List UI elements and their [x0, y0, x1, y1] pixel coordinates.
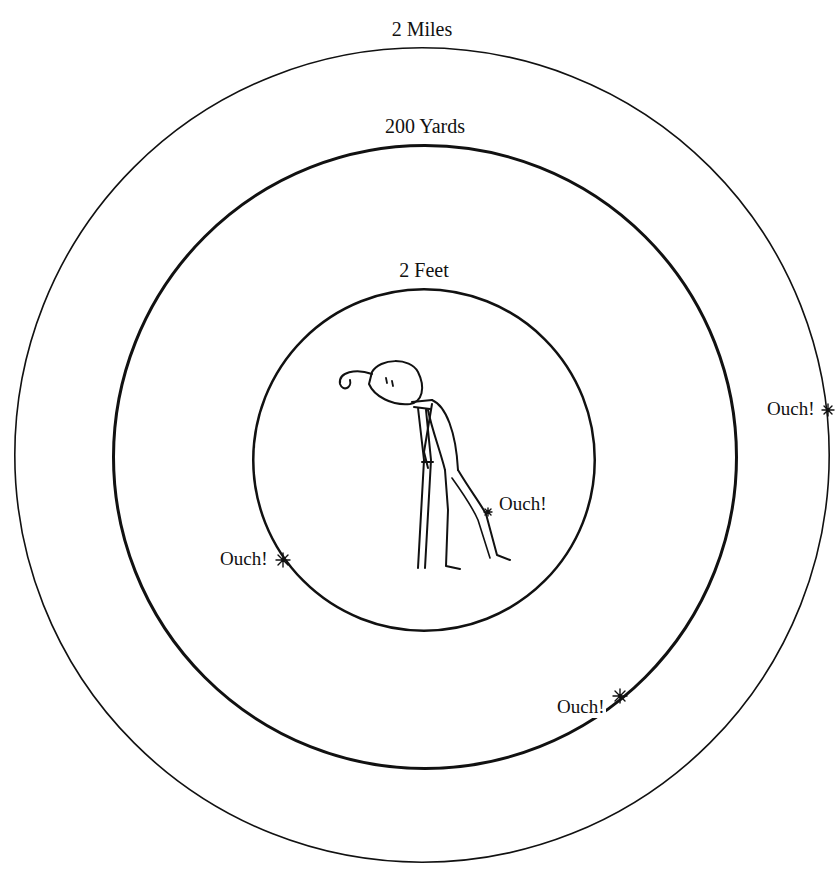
stick-figure [340, 361, 510, 569]
distance-label: 2 Feet [252, 259, 596, 282]
figure-leg [452, 478, 490, 558]
figure-eyes [386, 378, 393, 386]
circle-outline [112, 144, 738, 770]
range-ring [15, 48, 829, 862]
range-ring [253, 289, 595, 631]
pain-marks [276, 404, 834, 703]
figure-head [369, 361, 422, 404]
figure-back [432, 400, 458, 470]
range-circle: 200 Yards2 Feet [112, 144, 738, 770]
circle-outline [14, 47, 830, 863]
pain-label: Ouch! [555, 697, 606, 718]
circle-outline [252, 288, 596, 632]
range-ring [114, 146, 737, 769]
distance-label: 2 Miles [14, 18, 830, 41]
figure-hair [340, 371, 372, 388]
pain-label: Ouch! [497, 494, 548, 515]
figure-neck [412, 400, 432, 402]
figure-leg [458, 470, 510, 560]
pain-label: Ouch! [218, 549, 269, 570]
range-circle: 2 Miles200 Yards2 Feet [14, 47, 830, 863]
pain-burst [822, 404, 834, 416]
crutch [414, 407, 433, 568]
range-circle: 2 Feet [252, 288, 596, 632]
pain-label: Ouch! [765, 399, 816, 420]
pain-burst [484, 508, 492, 516]
distance-label: 200 Yards [112, 115, 738, 138]
